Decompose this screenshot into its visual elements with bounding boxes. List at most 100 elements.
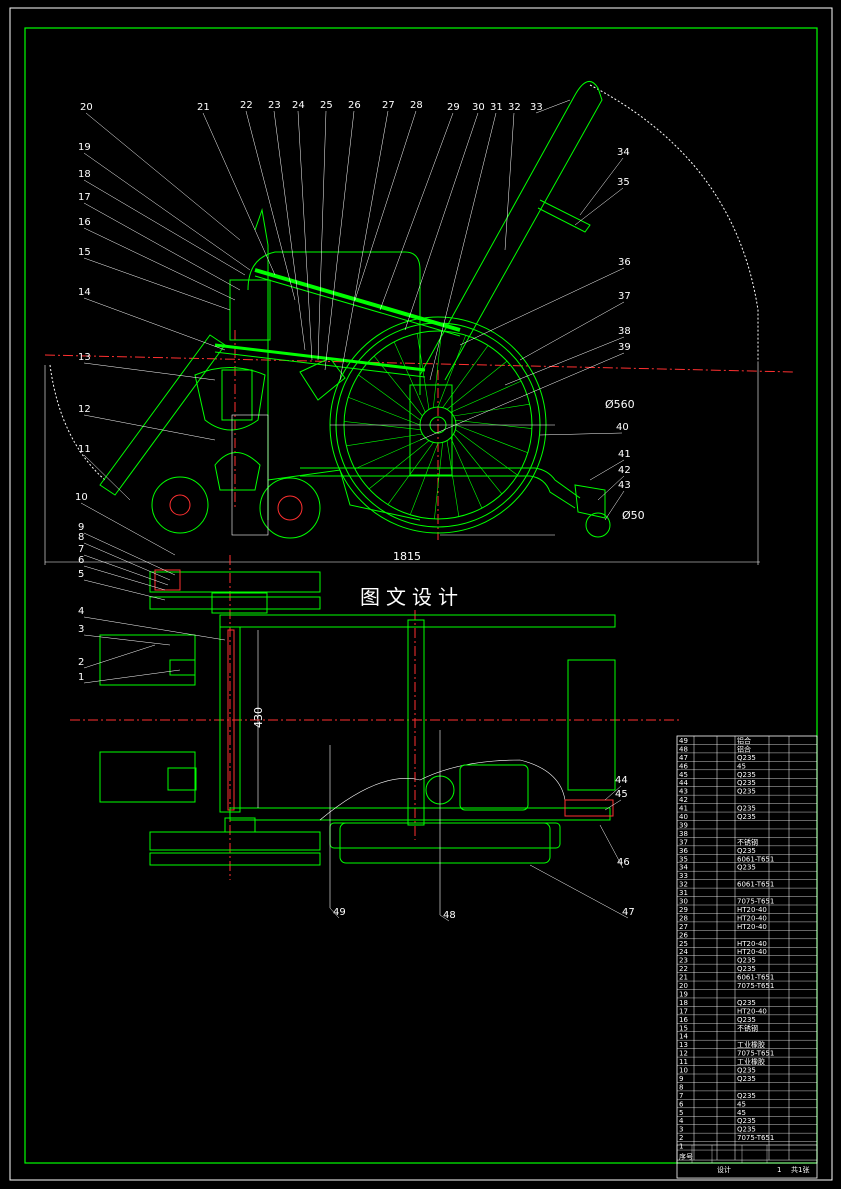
bom-row-material: 45 [737,1100,746,1108]
leader-32 [504,112,515,251]
leader-18 [83,179,246,276]
callout-43: 43 [618,480,631,491]
dim-caster-diameter: Ø50 [622,509,645,522]
callout-15: 15 [78,247,91,258]
callout-37: 37 [618,291,631,302]
leader-35 [574,187,624,226]
callout-23: 23 [268,100,281,111]
callout-2: 2 [78,657,84,668]
bom-row-material: 不锈钢 [737,1023,758,1032]
leader-3 [83,634,171,646]
bom-row-number: 24 [679,948,688,956]
bom-row-number: 12 [679,1050,688,1058]
bom-row-material: 6061-T651 [737,855,774,863]
leader-10 [80,502,176,556]
bom-row-number: 1 [679,1143,683,1151]
bom-row-material: 不锈钢 [737,837,758,846]
callout-27: 27 [382,100,395,111]
bom-row-material: Q235 [737,788,756,796]
callout-13: 13 [78,352,91,363]
leader-49 [329,907,340,919]
bom-row-material: Q235 [737,813,756,821]
bom-row-number: 13 [679,1041,688,1049]
side-view [44,80,796,565]
bom-row-material: 工业橡胶 [737,1040,765,1049]
inner-frame [24,27,818,1164]
bom-row-material: Q235 [737,1117,756,1125]
bom-row-number: 25 [679,940,688,948]
leader-7 [83,554,169,586]
bom-row-number: 36 [679,847,688,855]
bom-row-material: Q235 [737,1075,756,1083]
leader-38 [504,336,625,386]
callout-40: 40 [616,422,629,433]
bom-row-number: 22 [679,965,688,973]
bom-row-number: 45 [679,771,688,779]
bom-row-number: 41 [679,805,688,813]
bom-row-number: 6 [679,1100,684,1108]
bom-row-number: 38 [679,830,688,838]
bom-row-material: 45 [737,1109,746,1117]
bom-row-number: 47 [679,754,688,762]
bom-row-number: 30 [679,898,688,906]
leader-46 [599,824,624,869]
bom-row-number: 11 [679,1058,688,1066]
bom-row-number: 20 [679,982,688,990]
bom-row-material: 铝合 [737,736,751,745]
bom-row-material: 7075-T651 [737,982,774,990]
bom-row-material: 7075-T651 [737,1050,774,1058]
bom-row-number: 15 [679,1024,688,1032]
bom-row-number: 39 [679,821,688,829]
bom-row-material: HT20-40 [737,906,767,914]
bom-row-number: 42 [679,796,688,804]
leader-17 [83,202,241,291]
bom-row-material: 7075-T651 [737,898,774,906]
callout-10: 10 [75,492,88,503]
leader-6 [83,565,166,591]
bom-row-number: 44 [679,779,688,787]
bom-row-number: 37 [679,838,688,846]
callout-41: 41 [618,449,631,460]
bom-row-material: Q235 [737,1067,756,1075]
bom-row-material: HT20-40 [737,923,767,931]
bom-row-material: Q235 [737,805,756,813]
leader-8 [83,542,171,581]
callout-44: 44 [615,775,628,786]
leader-34 [579,157,624,216]
leader-9 [83,532,176,576]
callout-11: 11 [78,444,91,455]
bom-row-number: 31 [679,889,688,897]
callout-39: 39 [618,342,631,353]
leader-1 [83,669,181,684]
bom-row-number: 29 [679,906,688,914]
leader-41 [589,459,625,481]
callout-8: 8 [78,532,84,543]
callout-14: 14 [78,287,91,298]
bom-row-number: 16 [679,1016,688,1024]
leader-12 [83,414,216,441]
bom-row-material: HT20-40 [737,940,767,948]
plan-view [70,555,680,915]
bom-row-number: 18 [679,999,688,1007]
leader-20 [85,112,241,241]
leader-45 [604,799,622,811]
callout-16: 16 [78,217,91,228]
callout-4: 4 [78,606,84,617]
bom-row-material: Q235 [737,1092,756,1100]
leader-33 [535,99,571,114]
bom-row-number: 9 [679,1075,683,1083]
bom-row-material: Q235 [737,779,756,787]
callout-12: 12 [78,404,91,415]
leader-22 [245,110,296,301]
bom-row-number: 5 [679,1109,683,1117]
bom-row-material: HT20-40 [737,948,767,956]
callout-25: 25 [320,100,333,111]
bom-footer-scale: 1 [777,1166,781,1174]
bom-footer-title: 设计 [717,1165,731,1174]
dim-overall-length: 1815 [393,550,421,563]
callout-1: 1 [78,672,84,683]
leader-43 [604,490,625,521]
leader-5 [83,579,166,601]
leader-36 [459,267,625,346]
